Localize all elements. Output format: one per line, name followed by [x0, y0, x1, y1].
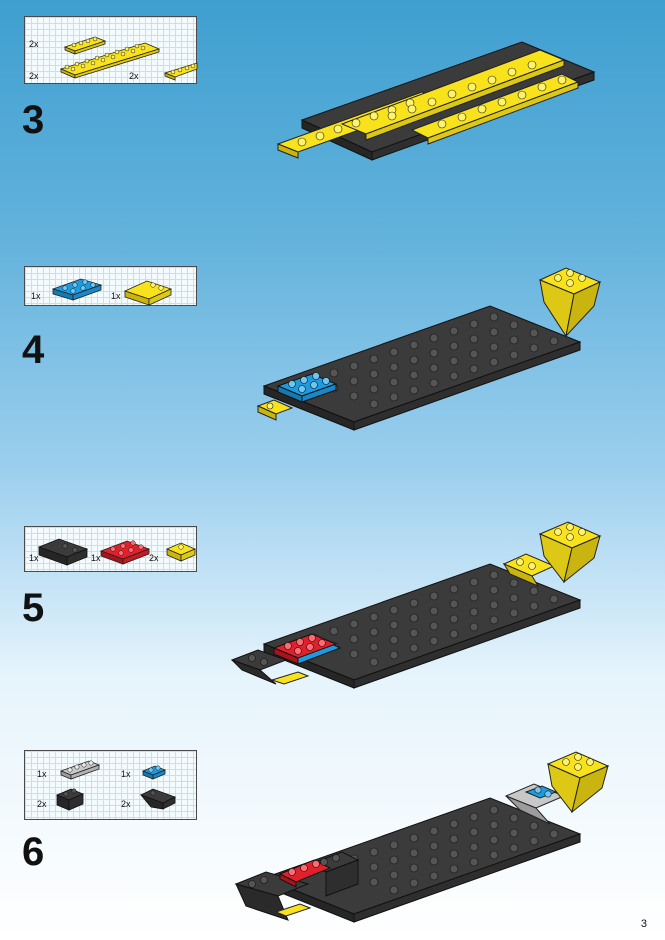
part-qty: 1x	[111, 291, 121, 301]
model-step-5-illustration	[230, 521, 602, 689]
gray-plate-1x4-icon	[59, 760, 101, 780]
step-number: 3	[22, 98, 45, 142]
parts-callout-step-4: 1x 1x	[24, 266, 197, 306]
black-slope-inverted-icon	[139, 788, 177, 810]
step-4: 1x 1x 4	[0, 230, 665, 480]
model-step-3-illustration	[276, 41, 596, 161]
parts-callout-step-5: 1x 1x 2x	[24, 526, 197, 572]
model-step-4-illustration	[256, 267, 602, 431]
step-3: 2x 2x 2x 3	[0, 0, 665, 230]
part-qty: 2x	[129, 71, 139, 81]
blue-plate-2x3-icon	[51, 278, 103, 301]
model-step-6-illustration	[234, 751, 610, 923]
yellow-plate-1x4-icon	[63, 36, 107, 55]
part-qty: 1x	[31, 291, 41, 301]
parts-callout-step-6: 1x 1x 2x 2x	[24, 750, 197, 820]
black-slope-brick-icon	[37, 538, 89, 566]
part-qty: 2x	[29, 71, 39, 81]
part-qty: 2x	[29, 39, 39, 49]
black-brick-1x2-icon	[55, 788, 85, 811]
part-qty: 1x	[121, 769, 131, 779]
parts-illustration	[51, 278, 173, 306]
blue-plate-1x2-icon	[141, 765, 167, 780]
parts-illustration	[59, 36, 198, 81]
yellow-plate-1x6-icon	[163, 62, 198, 81]
step-number: 4	[22, 328, 45, 372]
part-qty: 1x	[91, 553, 101, 563]
part-qty: 1x	[29, 553, 39, 563]
yellow-plate-2x8-icon	[59, 42, 161, 79]
parts-callout-step-3: 2x 2x 2x	[24, 16, 198, 84]
part-qty: 2x	[121, 799, 131, 809]
yellow-slope-small-icon	[165, 542, 197, 562]
part-qty: 2x	[149, 553, 159, 563]
part-qty: 1x	[37, 769, 47, 779]
yellow-slope-brick-icon	[123, 280, 173, 306]
parts-illustration	[37, 538, 197, 566]
step-5: 1x 1x 2x 5	[0, 480, 665, 720]
parts-illustration	[55, 760, 177, 811]
part-qty: 2x	[37, 799, 47, 809]
page-number: 3	[640, 918, 647, 930]
step-6: 1x 1x 2x 2x 6	[0, 720, 665, 940]
step-number: 6	[22, 830, 45, 874]
red-plate-2x3-icon	[99, 540, 151, 565]
step-number: 5	[22, 586, 45, 630]
